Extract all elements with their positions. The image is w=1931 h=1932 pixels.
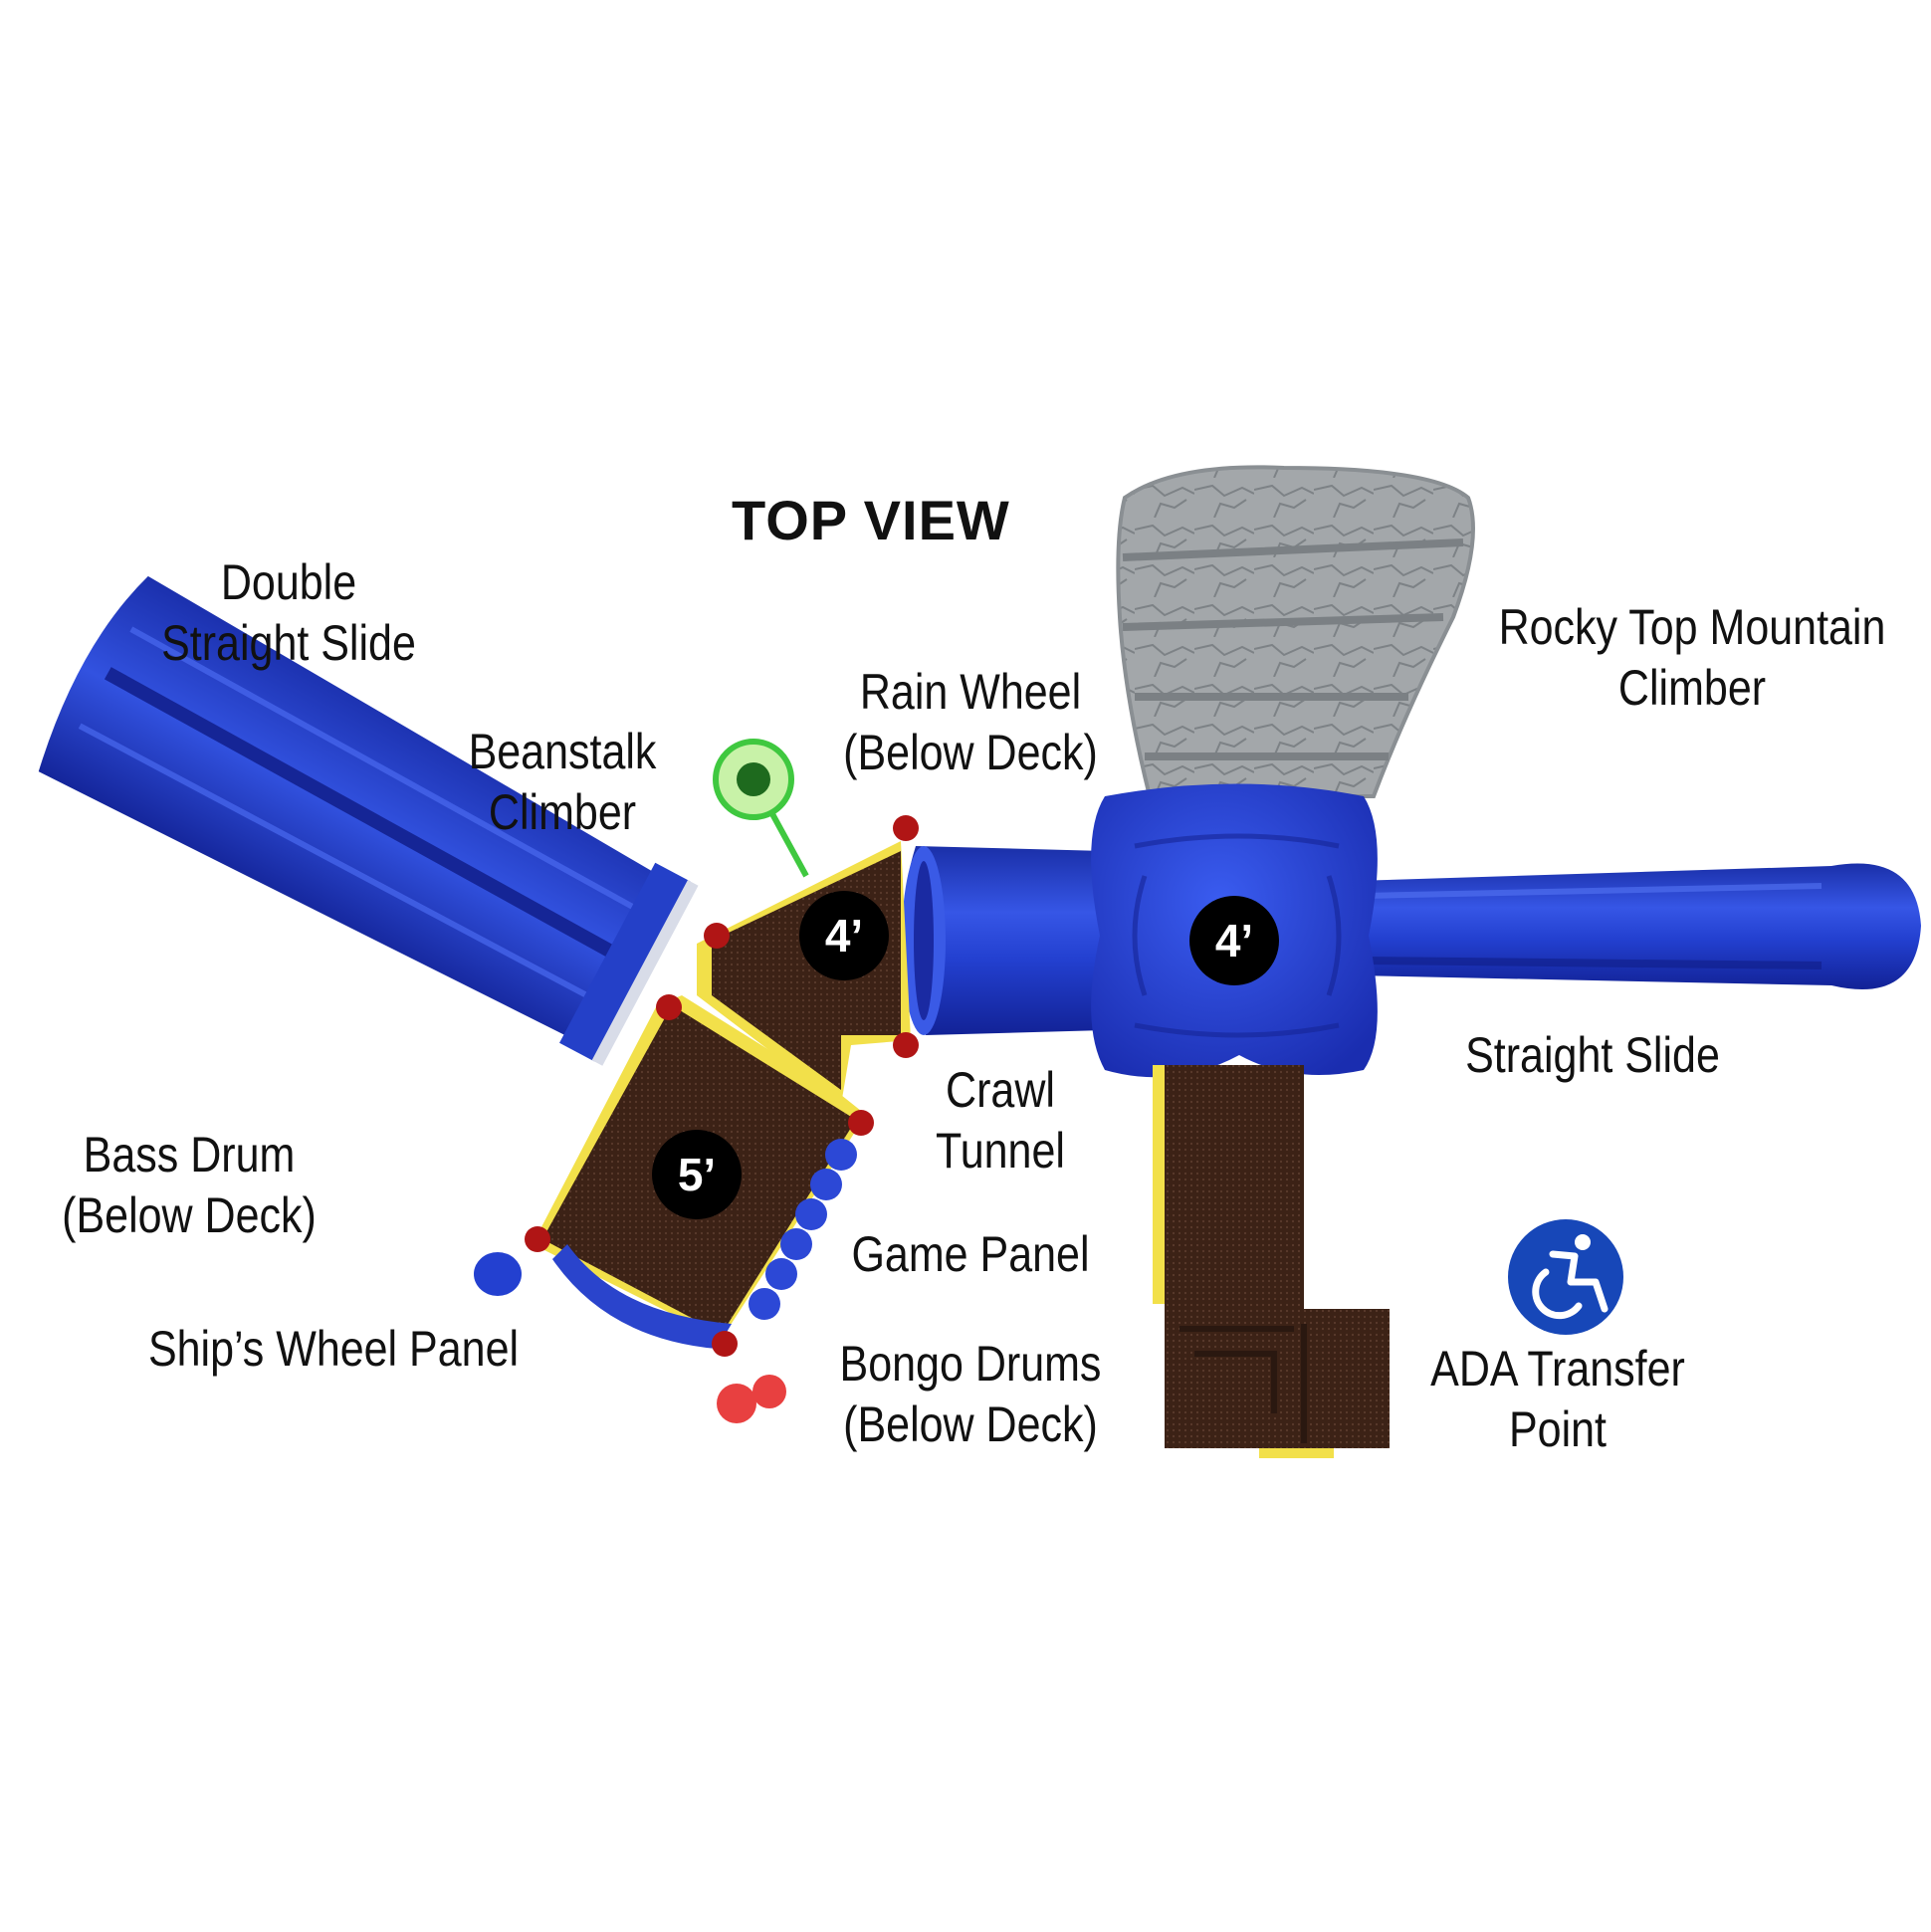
label-bongo-drums: Bongo Drums (Below Deck) bbox=[839, 1336, 1102, 1452]
crawl-tunnel bbox=[902, 846, 1105, 1035]
double-straight-slide bbox=[38, 575, 699, 1066]
straight-slide bbox=[1354, 863, 1921, 989]
label-crawl-tunnel: Crawl Tunnel bbox=[936, 1062, 1065, 1179]
page-title: TOP VIEW bbox=[732, 489, 1010, 551]
label-ada-transfer-point: ADA Transfer Point bbox=[1430, 1341, 1685, 1457]
svg-text:4’: 4’ bbox=[1215, 915, 1253, 966]
label-bass-drum: Bass Drum (Below Deck) bbox=[62, 1127, 317, 1243]
svg-text:5’: 5’ bbox=[678, 1149, 716, 1200]
label-ships-wheel-panel: Ship’s Wheel Panel bbox=[147, 1321, 520, 1377]
rocky-top-mountain-climber bbox=[1116, 465, 1475, 798]
transfer-deck bbox=[1153, 1065, 1390, 1458]
beanstalk-climber bbox=[713, 739, 809, 878]
label-beanstalk-climber: Beanstalk Climber bbox=[468, 724, 657, 840]
ships-wheel-panel bbox=[474, 1244, 732, 1349]
label-game-panel: Game Panel bbox=[851, 1226, 1090, 1282]
label-double-straight-slide: Double Straight Slide bbox=[161, 554, 416, 671]
wheelchair-accessible-icon bbox=[1508, 1219, 1623, 1335]
height-badge-right-deck: 4’ bbox=[1189, 896, 1279, 985]
label-rocky-top-mountain-climber: Rocky Top Mountain Climber bbox=[1498, 599, 1886, 716]
height-badge-main-deck: 5’ bbox=[652, 1130, 742, 1219]
label-rain-wheel: Rain Wheel (Below Deck) bbox=[843, 664, 1098, 780]
game-panel bbox=[749, 1139, 857, 1320]
bongo-drums bbox=[717, 1375, 786, 1423]
label-straight-slide: Straight Slide bbox=[1465, 1027, 1720, 1083]
svg-text:4’: 4’ bbox=[825, 910, 863, 962]
height-badge-upper-deck: 4’ bbox=[799, 891, 889, 980]
deck-clamps bbox=[525, 815, 919, 1357]
